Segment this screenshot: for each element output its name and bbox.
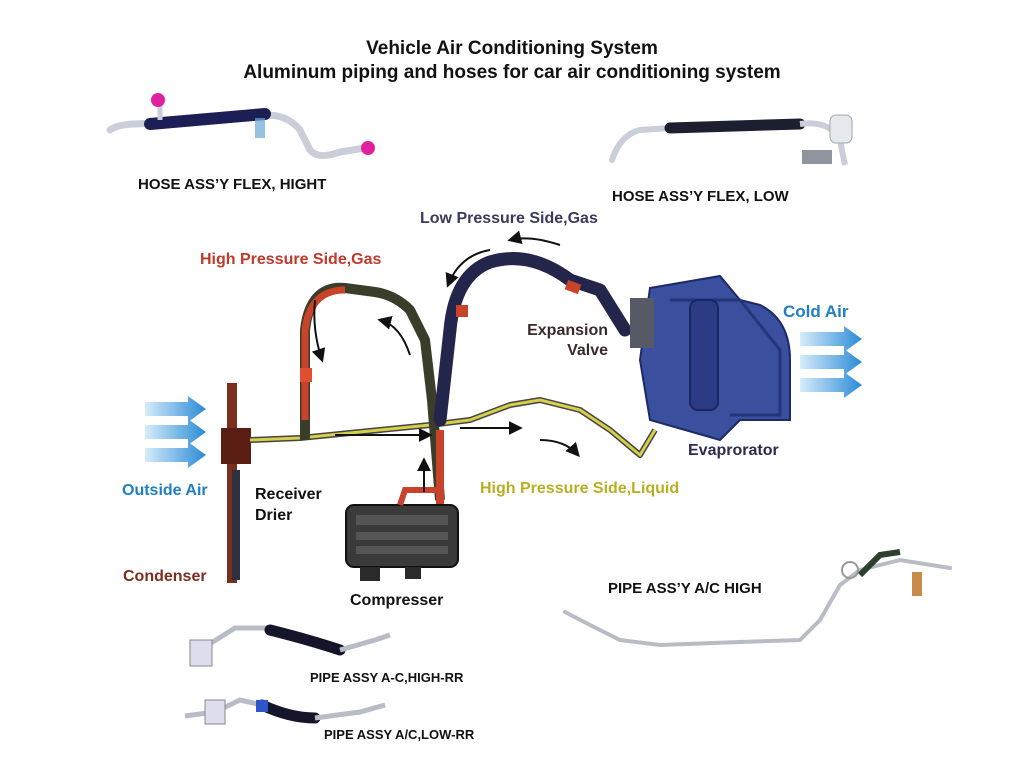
label-pipe-high-rr: PIPE ASSY A-C,HIGH-RR [310, 670, 464, 685]
flow-arrows [311, 230, 580, 492]
compressor [345, 487, 459, 581]
outside-air-arrows [145, 396, 206, 468]
label-pipe-ac-high: PIPE ASS’Y A/C HIGH [608, 580, 762, 597]
label-low-pressure-gas: Low Pressure Side,Gas [420, 210, 598, 227]
label-high-pressure-liquid: High Pressure Side,Liquid [480, 480, 680, 497]
title-line-1: Vehicle Air Conditioning System [366, 38, 658, 59]
pipe-low-rr-picture [184, 697, 386, 725]
high-liquid-line [249, 397, 658, 458]
condenser [221, 383, 251, 583]
label-high-pressure-gas: High Pressure Side,Gas [200, 251, 382, 268]
pipe-ac-high-picture [563, 549, 952, 648]
label-valve: Valve [567, 342, 608, 359]
label-expansion: Expansion [527, 322, 608, 339]
pipe-high-rr-picture [189, 624, 391, 667]
label-hose-low: HOSE ASS’Y FLEX, LOW [612, 188, 789, 205]
label-outside-air: Outside Air [122, 482, 208, 499]
hose-high-picture [106, 93, 375, 159]
high-gas-line [300, 282, 445, 505]
label-drier: Drier [255, 507, 293, 524]
label-pipe-low-rr: PIPE ASSY A/C,LOW-RR [324, 727, 475, 742]
hose-low-picture [609, 114, 853, 166]
label-hose-high: HOSE ASS’Y FLEX, HIGHT [138, 176, 327, 193]
low-gas-line [433, 252, 632, 427]
label-receiver: Receiver [255, 486, 322, 503]
cold-air-arrows [800, 326, 862, 398]
label-evaporator: Evaprorator [688, 442, 779, 459]
evaporator [630, 274, 791, 442]
label-condenser: Condenser [123, 568, 207, 585]
label-cold-air: Cold Air [783, 302, 849, 321]
title-line-2: Aluminum piping and hoses for car air co… [243, 62, 781, 83]
label-compressor: Compresser [350, 592, 444, 609]
